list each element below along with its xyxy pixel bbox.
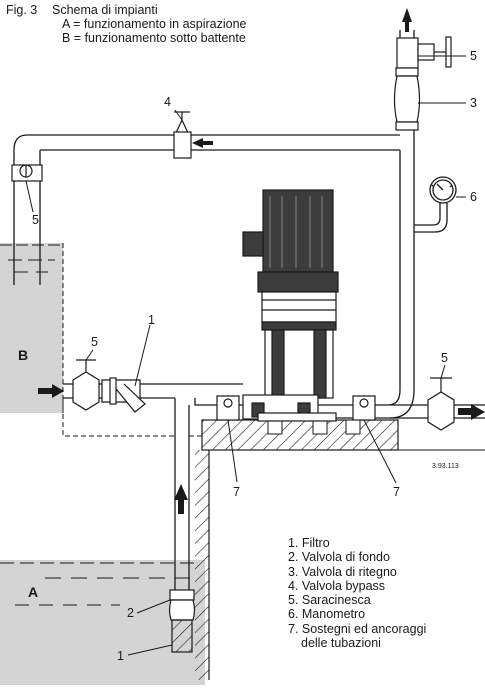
callouts: 4 5 3 6 5 5 1 5 7 7 2 1 [32, 49, 477, 663]
pipe-supports [216, 395, 376, 421]
callout-5-left-top: 5 [32, 213, 39, 227]
tank-b-label: B [18, 347, 28, 363]
legend-item-1: 1. Filtro [288, 536, 330, 550]
tank-b [0, 243, 64, 413]
callout-3: 3 [470, 96, 477, 110]
legend-item-5: 5. Saracinesca [288, 593, 371, 608]
callout-4: 4 [164, 95, 171, 109]
figure-title: Schema di impianti [52, 3, 158, 17]
callout-6: 6 [470, 190, 477, 204]
drawing-code: 3.93.113 [432, 463, 459, 470]
legend-item-7-cont: delle tubazioni [301, 636, 381, 651]
legend-item-3: 3. Valvola di ritegno [288, 564, 397, 579]
arrow-up-outlet [402, 8, 412, 22]
figure-number: Fig. 3 [6, 3, 38, 17]
arrow-suction-up [174, 484, 188, 500]
bypass-valve [173, 111, 192, 159]
legend-item-2: 2. Valvola di fondo [288, 550, 390, 565]
arrow-inlet-left [52, 384, 64, 398]
leader-lines [25, 55, 466, 656]
foot-valve [168, 589, 196, 653]
gate-valve-left-top [11, 164, 43, 182]
circuit-b-outline [62, 350, 205, 437]
riser-valves [393, 36, 452, 131]
tank-a [0, 560, 205, 685]
callout-2: 2 [127, 606, 134, 620]
legend-item-6: 6. Manometro [288, 607, 366, 622]
pump [242, 189, 339, 422]
gate-valve-left-bottom [72, 359, 100, 411]
strainer [101, 377, 146, 413]
callout-5-left-bottom: 5 [91, 335, 98, 349]
callout-7-right: 7 [393, 485, 400, 499]
callout-1-strainer: 1 [148, 313, 155, 327]
callout-5-riser: 5 [470, 49, 477, 63]
arrow-top-left [192, 138, 203, 148]
caption-line-a: A = funzionamento in aspirazione [62, 17, 247, 31]
legend-item-7: 7. Sostegni ed ancoraggi [288, 621, 427, 636]
callout-7-left: 7 [233, 485, 240, 499]
pump-motor [262, 189, 334, 273]
tank-a-water [0, 560, 205, 685]
legend-list: 1. Filtro 2. Valvola di fondo 3. Valvola… [288, 536, 426, 650]
flow-arrows [38, 8, 485, 514]
foundation-wall [195, 450, 209, 680]
top-pipe [13, 134, 28, 285]
gate-valve-right [427, 377, 455, 431]
callout-1-foot: 1 [117, 649, 124, 663]
tank-a-label: A [28, 584, 38, 600]
pressure-gauge [429, 176, 457, 204]
caption-line-b: B = funzionamento sotto battente [62, 31, 246, 45]
arrow-outlet-right [471, 404, 485, 420]
callout-5-right: 5 [441, 351, 448, 365]
legend-item-4: 4. Valvola bypass [288, 578, 386, 593]
